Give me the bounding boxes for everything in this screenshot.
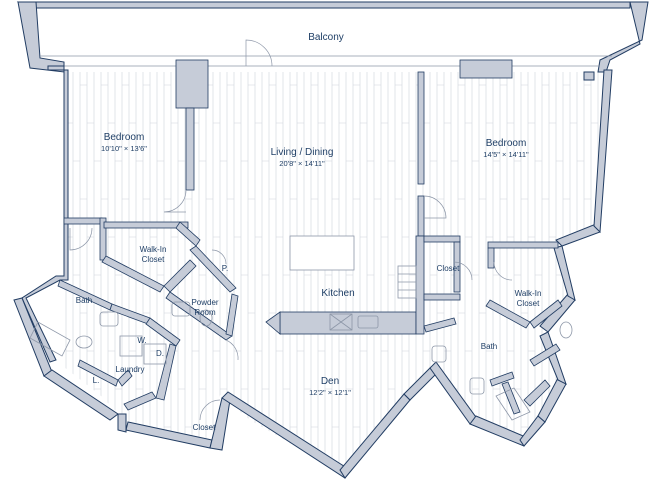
door-swings [69, 39, 513, 421]
toilet-left [75, 335, 93, 349]
closet-bottom-door [199, 399, 221, 421]
vanity-right-2 [469, 377, 485, 395]
dims-living-dining: 20'8" × 14'11" [279, 159, 325, 168]
wood-floor-pattern [65, 72, 610, 475]
pantry-door [211, 249, 227, 265]
label-laundry: Laundry [116, 365, 145, 374]
bedroom-left-door [163, 189, 187, 213]
bedroom-right-door [423, 195, 447, 219]
label-walkin-left-1: Walk-In [140, 245, 167, 254]
vanity-right-1 [431, 345, 447, 363]
kitchen-sink-2 [357, 315, 379, 329]
balcony-area [16, 1, 649, 73]
label-den: Den [321, 376, 339, 387]
label-balcony: Balcony [308, 32, 344, 43]
dryer-box [143, 343, 167, 365]
label-bath-right: Bath [481, 342, 497, 351]
bath-left-door [69, 227, 93, 251]
washer-box [119, 335, 143, 357]
walkin-right-door [493, 261, 513, 281]
label-walkin-right-1: Walk-In [515, 289, 542, 298]
label-washer: W. [137, 336, 146, 345]
kitchen-island [289, 235, 355, 271]
balcony-door [245, 39, 273, 67]
label-powder-2: Room [194, 308, 216, 317]
powder-sink [171, 301, 191, 317]
dims-bedroom-right: 14'5" × 14'11" [483, 150, 529, 159]
label-walkin-right-2: Closet [517, 299, 540, 308]
exterior-walls [13, 65, 613, 479]
interior-walls [57, 59, 563, 415]
kitchen-sink [329, 313, 353, 331]
label-bath-left: Bath [76, 296, 92, 305]
label-kitchen: Kitchen [321, 288, 354, 299]
dims-bedroom-left: 10'10" × 13'6" [101, 144, 147, 153]
label-powder-1: Powder [191, 298, 218, 307]
label-bedroom-left: Bedroom [104, 132, 145, 143]
toilet-right [559, 321, 573, 339]
label-walkin-left-2: Closet [142, 255, 165, 264]
bathtub-left [29, 321, 71, 357]
dims-den: 12'2" × 12'1" [309, 388, 351, 397]
label-closet-mid: Closet [437, 264, 460, 273]
powder-toilet [199, 309, 213, 327]
label-linen: L. [93, 376, 100, 385]
label-living-dining: Living / Dining [271, 147, 334, 158]
label-pantry: P. [222, 264, 229, 273]
label-bedroom-right: Bedroom [486, 138, 527, 149]
tub-right [495, 387, 531, 421]
label-closet-bottom: Closet [193, 423, 216, 432]
fixtures [29, 235, 573, 421]
label-dryer: D. [156, 349, 164, 358]
powder-door [225, 339, 239, 361]
vanity-left [99, 311, 119, 327]
room-labels: Balcony Bedroom 10'10" × 13'6" Living / … [76, 32, 542, 432]
closet-mid-door [453, 261, 473, 281]
